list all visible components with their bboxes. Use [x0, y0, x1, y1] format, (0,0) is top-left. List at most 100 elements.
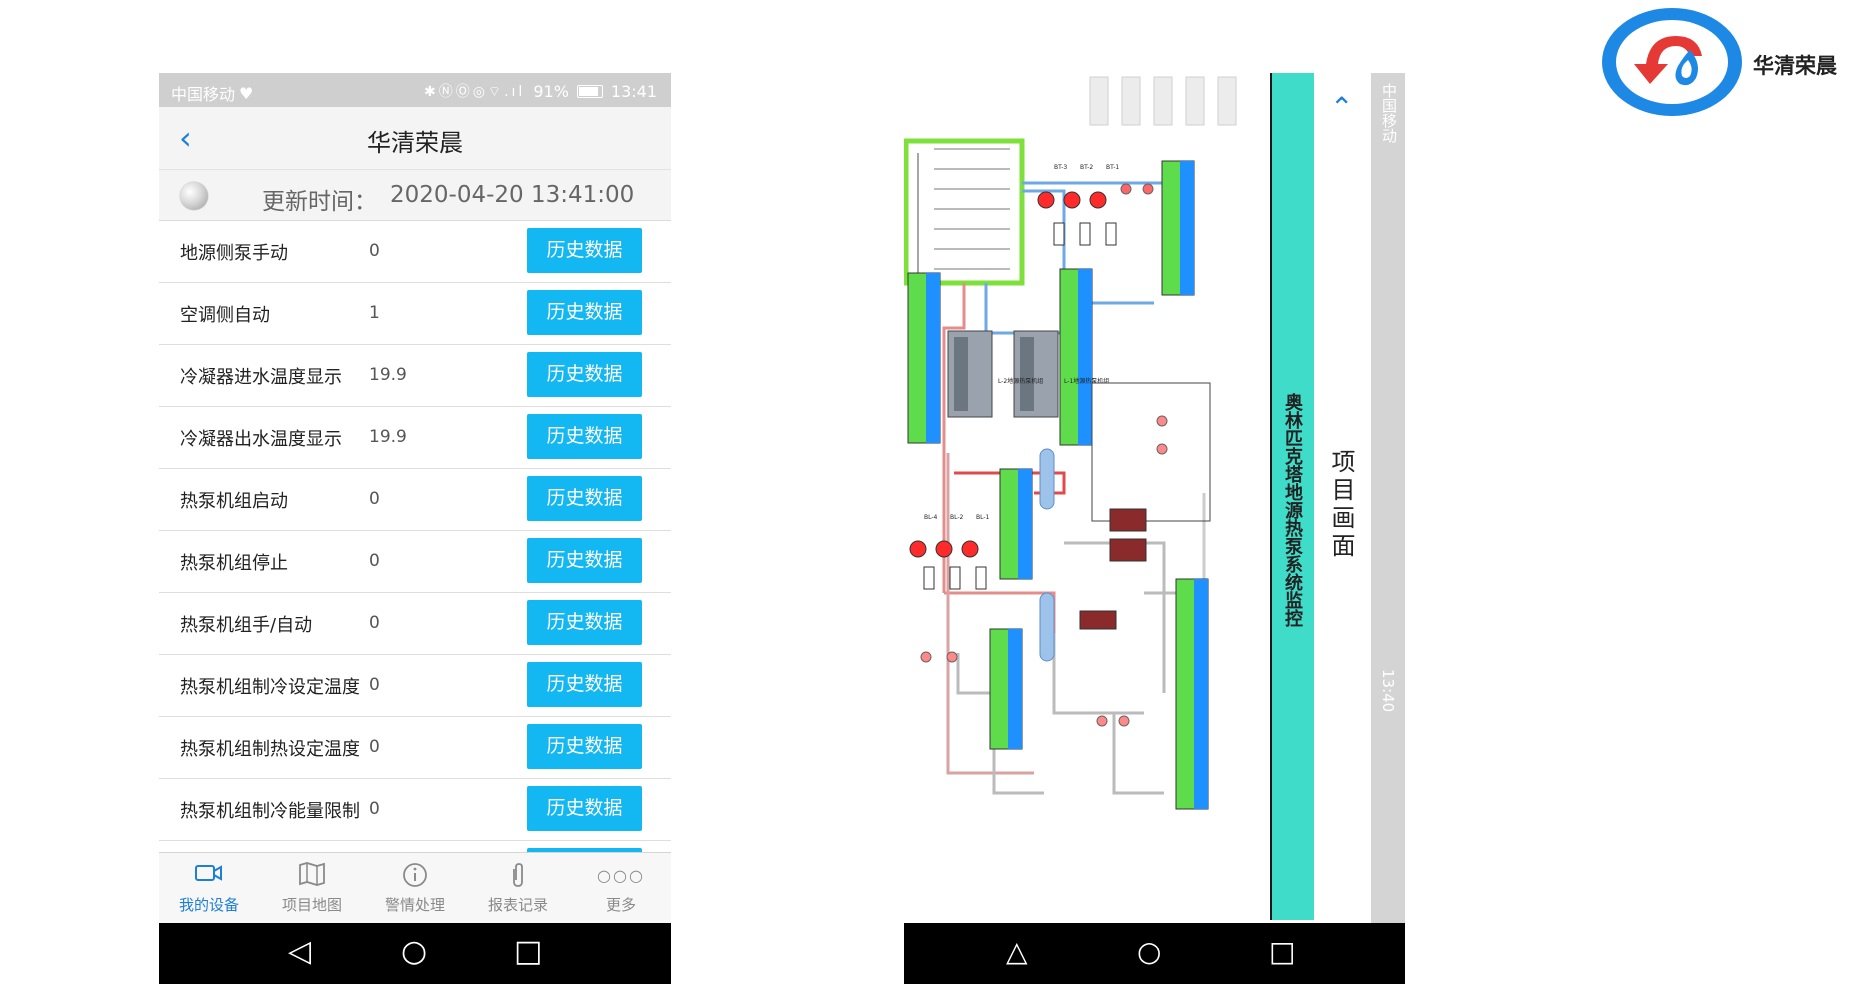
nav-home-circle-icon[interactable]: ○	[401, 934, 428, 969]
bottom-tab-bar: 我的设备 项目地图 警情处理 报表记录 ○○○ 更多	[159, 852, 671, 924]
point-value: 1	[369, 303, 380, 323]
status-led-icon	[180, 182, 208, 210]
point-value: 19.9	[369, 427, 407, 447]
battery-icon	[576, 84, 603, 98]
title-bar: ‹ 华清荣晨	[159, 107, 671, 170]
pumps-bl: BL-4 BL-2 BL-1	[909, 514, 990, 590]
history-data-button[interactable]: 历史数据	[527, 600, 642, 645]
carrier-label: 中国移动	[1380, 83, 1398, 143]
pump-label: BT-2	[1080, 164, 1093, 171]
info-icon	[365, 861, 465, 891]
point-value: 0	[369, 489, 380, 509]
point-value: 0	[369, 675, 380, 695]
right-phone-screenshot: BT-3 BT-2 BT-1 L-2地源热泵	[904, 73, 1405, 984]
device-point-list: 地源侧泵手动 0 历史数据 空调侧自动 1 历史数据 冷凝器进水温度显示 19.…	[159, 221, 671, 872]
list-item: 热泵机组制冷设定温度 0 历史数据	[159, 655, 671, 717]
ground-well-field	[904, 138, 1025, 286]
battery-percent: 91%	[533, 81, 569, 101]
diagram-toolbar	[1089, 76, 1237, 126]
paperclip-icon	[468, 861, 568, 891]
history-data-button[interactable]: 历史数据	[527, 414, 642, 459]
nav-back-triangle-icon[interactable]: ◁	[288, 934, 312, 969]
pumps-bt: BT-3 BT-2 BT-1	[1037, 164, 1119, 246]
heat-pump-units: L-2地源热泵机组 L-1地源热泵机组	[947, 330, 1109, 418]
water-separators	[1039, 448, 1055, 662]
status-bar: 中国移动♥ ✱ⓃⓄ◎⌔.ıl 91% 13:41	[159, 73, 671, 107]
logo-emblem	[1602, 8, 1742, 116]
update-bar: 更新时间： 2020-04-20 13:41:00	[159, 170, 671, 221]
point-name: 地源侧泵手动	[180, 243, 288, 264]
toolbar-tab[interactable]	[1121, 76, 1141, 126]
list-item: 冷凝器进水温度显示 19.9 历史数据	[159, 345, 671, 407]
pump-label: BL-2	[950, 514, 964, 521]
tab-alarm-handling[interactable]: 警情处理	[365, 861, 465, 915]
tab-my-devices[interactable]: 我的设备	[159, 861, 259, 915]
left-phone-screenshot: 中国移动♥ ✱ⓃⓄ◎⌔.ıl 91% 13:41 ‹ 华清荣晨 更新时间： 20…	[159, 73, 671, 984]
list-item: 热泵机组停止 0 历史数据	[159, 531, 671, 593]
toolbar-tab[interactable]	[1089, 76, 1109, 126]
coil-units	[1079, 508, 1147, 630]
tab-label: 项目地图	[281, 896, 342, 914]
heart-icon: ♥	[239, 83, 254, 103]
history-data-button[interactable]: 历史数据	[527, 290, 642, 335]
video-camera-icon	[159, 861, 259, 891]
point-value: 0	[369, 241, 380, 261]
list-item: 热泵机组启动 0 历史数据	[159, 469, 671, 531]
history-data-button[interactable]: 历史数据	[527, 724, 642, 769]
right-title-bar: ⌃ 项目画面	[1314, 73, 1371, 923]
history-data-button[interactable]: 历史数据	[527, 476, 642, 521]
pump-label: BT-3	[1054, 164, 1067, 171]
unit-label: L-1地源热泵机组	[1064, 377, 1109, 385]
android-nav-bar: △ ○ □	[904, 923, 1405, 984]
tab-report-records[interactable]: 报表记录	[468, 861, 568, 915]
point-value: 0	[369, 551, 380, 571]
map-icon	[262, 861, 362, 891]
toolbar-tab[interactable]	[1217, 76, 1237, 126]
list-item: 空调侧自动 1 历史数据	[159, 283, 671, 345]
point-name: 热泵机组停止	[180, 553, 288, 574]
android-nav-bar: ◁ ○ □	[159, 923, 671, 984]
point-name: 热泵机组启动	[180, 491, 288, 512]
history-data-button[interactable]: 历史数据	[527, 662, 642, 707]
tab-label: 更多	[605, 896, 636, 914]
point-value: 19.9	[369, 365, 407, 385]
history-data-button[interactable]: 历史数据	[527, 352, 642, 397]
point-value: 0	[369, 613, 380, 633]
nav-home-circle-icon[interactable]: ○	[1137, 935, 1162, 968]
system-title-banner: 奥林匹克塔地源热泵系统监控	[1270, 73, 1316, 920]
update-time: 2020-04-20 13:41:00	[390, 182, 635, 208]
nav-back-triangle-icon[interactable]: △	[1006, 935, 1028, 968]
history-data-button[interactable]: 历史数据	[527, 228, 642, 273]
nav-recents-square-icon[interactable]: □	[514, 934, 543, 969]
list-item: 地源侧泵手动 0 历史数据	[159, 221, 671, 283]
point-name: 热泵机组制热设定温度	[180, 739, 360, 760]
clock: 13:41	[610, 81, 657, 101]
pump-label: BT-1	[1106, 164, 1119, 171]
pump-label: BL-4	[924, 514, 938, 521]
history-data-button[interactable]: 历史数据	[527, 538, 642, 583]
point-name: 热泵机组制冷能量限制	[180, 801, 360, 822]
history-data-button[interactable]: 历史数据	[527, 786, 642, 831]
tab-label: 报表记录	[487, 896, 548, 914]
status-icons: ✱ⓃⓄ◎⌔.ıl	[423, 84, 526, 100]
page-title: 华清荣晨	[367, 129, 463, 157]
tab-project-map[interactable]: 项目地图	[262, 861, 362, 915]
collapse-chevron-icon[interactable]: ⌃	[1330, 91, 1354, 124]
toolbar-tab[interactable]	[1185, 76, 1205, 126]
more-dots-icon: ○○○	[597, 866, 645, 885]
nav-recents-square-icon[interactable]: □	[1269, 935, 1296, 968]
back-chevron-icon[interactable]: ‹	[179, 119, 192, 157]
rotated-status-bar: 中国移动 13:40	[1371, 73, 1405, 923]
list-item: 热泵机组手/自动 0 历史数据	[159, 593, 671, 655]
point-name: 热泵机组手/自动	[180, 615, 313, 636]
list-item: 热泵机组制冷能量限制 0 历史数据	[159, 779, 671, 841]
system-title: 奥林匹克塔地源热泵系统监控	[1282, 393, 1303, 627]
list-item: 热泵机组制热设定温度 0 历史数据	[159, 717, 671, 779]
tab-more[interactable]: ○○○ 更多	[571, 861, 671, 915]
carrier-label: 中国移动	[171, 85, 236, 104]
brand-name: 华清荣晨	[1753, 54, 1837, 78]
tab-label: 我的设备	[178, 896, 239, 914]
tab-label: 警情处理	[384, 896, 445, 914]
point-value: 0	[369, 737, 380, 757]
toolbar-tab[interactable]	[1153, 76, 1173, 126]
